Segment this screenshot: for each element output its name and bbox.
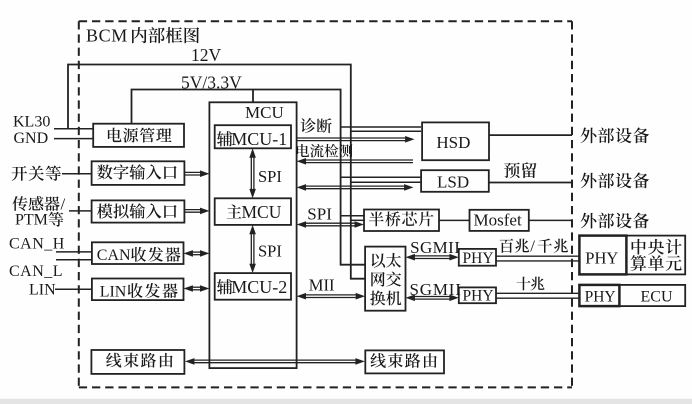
svg-text:PTM: PTM (15, 212, 48, 229)
svg-text:PHY: PHY (463, 288, 494, 305)
svg-text:MCU-2: MCU-2 (231, 277, 287, 297)
svg-text:PHY: PHY (585, 288, 616, 305)
svg-text:SGMII: SGMII (410, 280, 462, 299)
svg-text:MCU: MCU (245, 103, 284, 122)
svg-text:PHY: PHY (463, 250, 494, 267)
svg-text:LIN: LIN (29, 282, 56, 299)
svg-text:PHY: PHY (585, 249, 618, 268)
svg-text:MCU-1: MCU-1 (231, 129, 287, 149)
svg-text:MII: MII (309, 276, 335, 295)
svg-text:/: / (61, 195, 66, 214)
svg-text:CAN_H: CAN_H (9, 236, 65, 253)
svg-text:LSD: LSD (437, 173, 469, 192)
svg-text:KL30: KL30 (13, 114, 50, 131)
svg-text:CAN: CAN (97, 247, 131, 264)
svg-text:Mosfet: Mosfet (474, 211, 522, 230)
svg-text:BCM: BCM (86, 26, 128, 46)
svg-text:GND: GND (14, 130, 49, 147)
svg-text:SPI: SPI (307, 204, 332, 223)
svg-text:CAN_L: CAN_L (9, 263, 63, 280)
svg-text:SGMII: SGMII (410, 238, 460, 257)
svg-text:SPI: SPI (258, 242, 282, 261)
svg-text:ECU: ECU (641, 288, 673, 305)
svg-text:12V: 12V (191, 45, 222, 65)
svg-text:/: / (530, 237, 535, 256)
svg-text:HSD: HSD (436, 133, 470, 152)
svg-text:MCU: MCU (242, 202, 282, 222)
svg-text:LIN: LIN (100, 283, 127, 300)
svg-text:SPI: SPI (258, 167, 282, 186)
svg-text:5V/3.3V: 5V/3.3V (181, 72, 242, 92)
